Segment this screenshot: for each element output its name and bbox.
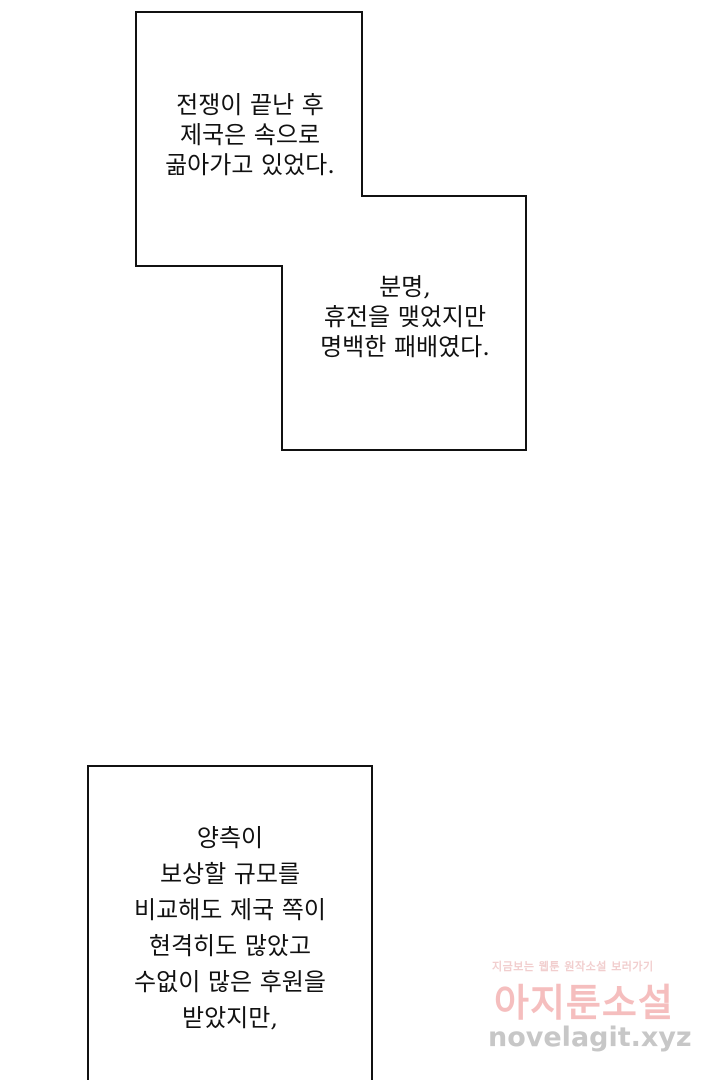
watermark: 지금보는 웹툰 원작소설 보러가기 아지툰소설 novelagit.xyz (488, 958, 704, 1062)
caption-2: 분명, 휴전을 맺었지만 명백한 패배였다. (300, 272, 510, 362)
caption-2-line-1: 분명, (379, 273, 431, 301)
caption-3-line-2: 보상할 규모를 (159, 860, 301, 888)
caption-1-line-2: 제국은 속으로 (179, 121, 321, 149)
caption-3: 양측이 보상할 규모를 비교해도 제국 쪽이 현격히도 많았고 수없이 많은 후… (100, 820, 360, 1036)
caption-2-line-3: 명백한 패배였다. (320, 333, 490, 361)
caption-1-line-1: 전쟁이 끝난 후 (176, 91, 324, 119)
watermark-brand: 아지툰소설 (494, 981, 674, 1025)
caption-3-line-1: 양측이 (196, 824, 264, 852)
caption-box-upper (0, 0, 720, 460)
caption-box-upper-outline (135, 11, 527, 451)
caption-1-line-3: 곪아가고 있었다. (165, 151, 335, 179)
caption-2-line-2: 휴전을 맺었지만 (323, 303, 487, 331)
caption-3-line-5: 수없이 많은 후원을 (134, 968, 326, 996)
caption-1: 전쟁이 끝난 후 제국은 속으로 곪아가고 있었다. (150, 90, 350, 180)
watermark-tagline: 지금보는 웹툰 원작소설 보러가기 (492, 960, 654, 973)
caption-3-line-4: 현격히도 많았고 (148, 932, 312, 960)
caption-3-line-3: 비교해도 제국 쪽이 (134, 896, 326, 924)
watermark-url: novelagit.xyz (488, 1022, 692, 1053)
caption-3-line-6: 받았지만, (182, 1004, 278, 1032)
